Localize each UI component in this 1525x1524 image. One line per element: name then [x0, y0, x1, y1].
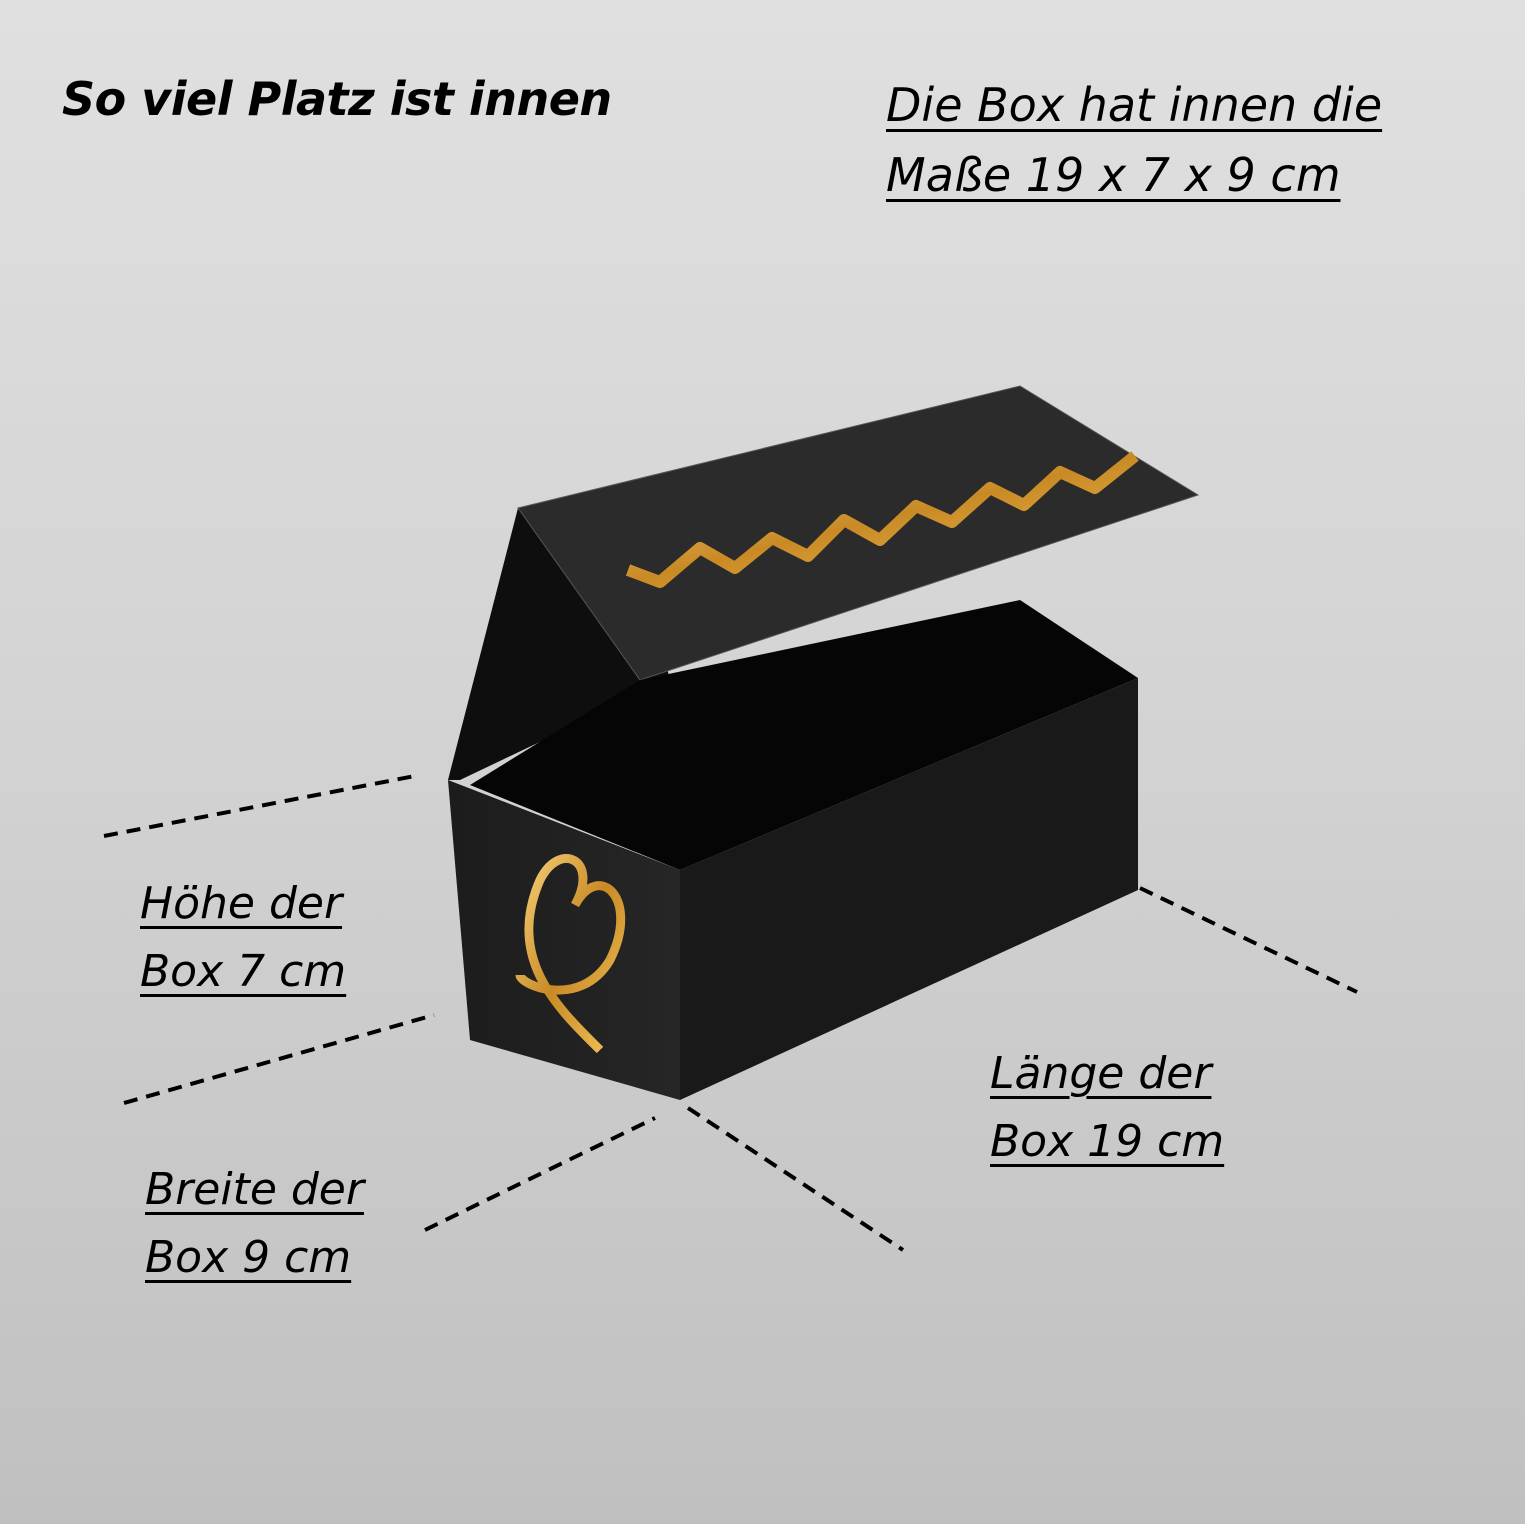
ribbon-heart-print — [515, 854, 626, 1054]
width-label: Breite der Box 9 cm — [145, 1156, 364, 1292]
height-label-line-2: Box 7 cm — [140, 946, 347, 997]
width-label-line-2: Box 9 cm — [145, 1232, 352, 1283]
box-front-face — [680, 678, 1138, 1100]
box-interior — [470, 600, 1138, 870]
length-label-line-1: Länge der — [990, 1048, 1212, 1099]
length-label: Länge der Box 19 cm — [990, 1040, 1224, 1176]
page-title: So viel Platz ist innen — [62, 72, 612, 126]
measure-lines — [103, 773, 1358, 1252]
ribbon-print-lid — [625, 451, 1139, 588]
box-end-face — [448, 780, 680, 1100]
height-label: Höhe der Box 7 cm — [140, 870, 346, 1006]
dimensions-line-2: Maße 19 x 7 x 9 cm — [886, 148, 1341, 202]
height-label-line-1: Höhe der — [140, 878, 343, 929]
width-label-line-1: Breite der — [145, 1164, 364, 1215]
dimensions-line-1: Die Box hat innen die — [886, 78, 1383, 132]
length-label-line-2: Box 19 cm — [990, 1116, 1225, 1167]
dimensions-note: Die Box hat innen die Maße 19 x 7 x 9 cm — [886, 70, 1382, 210]
